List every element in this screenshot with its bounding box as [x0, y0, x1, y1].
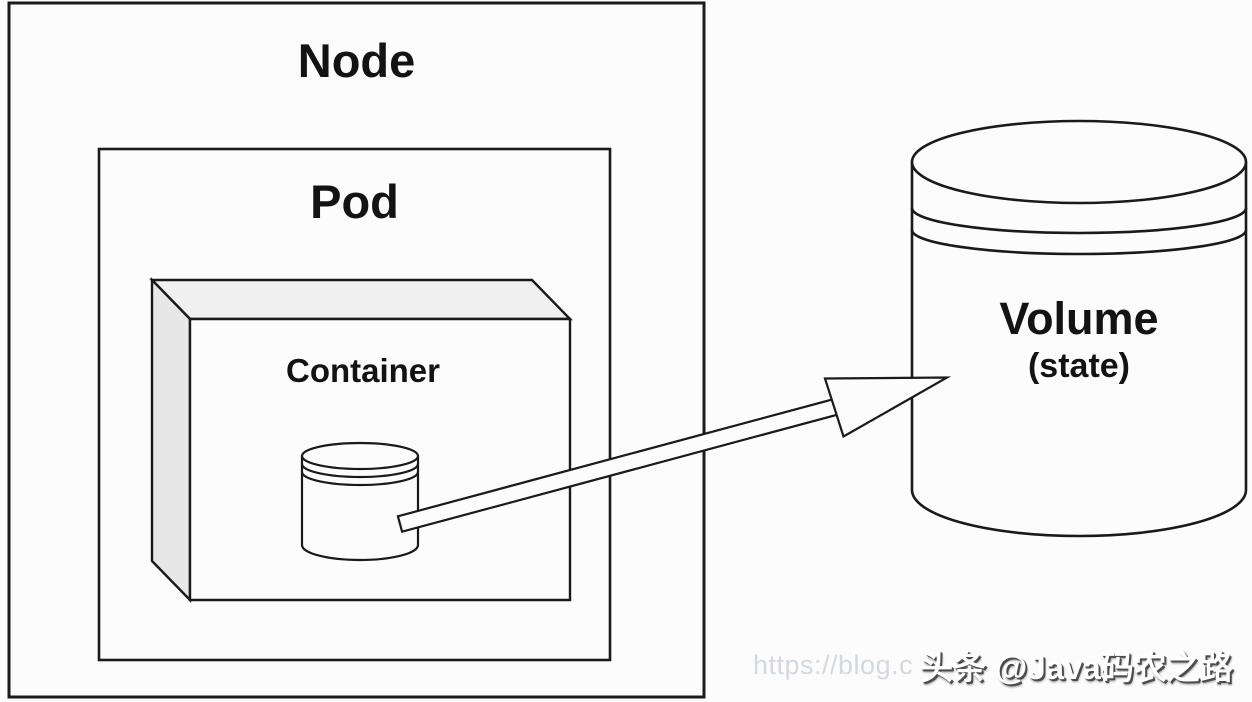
container-left-face: [150, 277, 192, 603]
node-label: Node: [297, 34, 416, 87]
node-box: [7, 1, 706, 699]
mini-cylinder-ring-1: [300, 463, 420, 479]
mount-arrow-head: [823, 376, 952, 439]
mini-cylinder-top: [300, 441, 420, 471]
watermark-url-text: https://blog.c: [753, 650, 914, 680]
volume-cylinder-top: [910, 119, 1248, 205]
mount-arrow: [396, 376, 952, 534]
volume-cylinder: [910, 119, 1248, 538]
mini-cylinder-body: [300, 456, 420, 562]
volume-label: Volume: [999, 293, 1159, 344]
container-label: Container: [285, 352, 440, 389]
mini-cylinder-ring-2: [300, 471, 420, 487]
mini-volume-cylinder-icon: [300, 441, 420, 562]
pod-label: Pod: [310, 175, 399, 228]
container-top-face: [149, 278, 573, 321]
volume-state-sublabel: (state): [1027, 347, 1131, 385]
watermark-badge-text: 头条 @Java码农之路: [920, 649, 1233, 686]
volume-cylinder-ring-2: [910, 229, 1248, 256]
volume-cylinder-ring-1: [910, 207, 1248, 235]
pod-box: [97, 147, 612, 662]
volume-cylinder-body: [910, 162, 1248, 538]
